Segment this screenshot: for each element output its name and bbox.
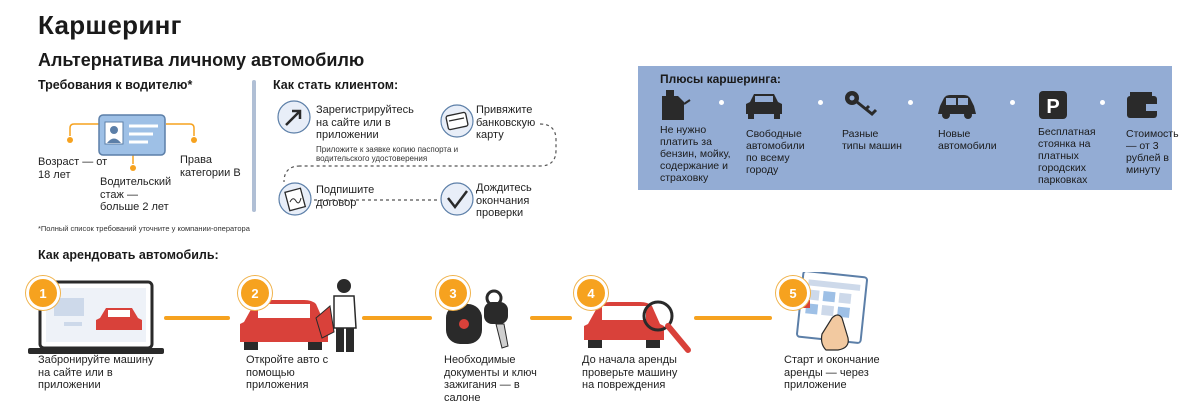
separator-dot	[818, 100, 823, 105]
bank-card-icon	[440, 104, 474, 138]
car-key-icon	[446, 289, 509, 349]
advantages-title: Плюсы каршеринга:	[660, 72, 781, 86]
step-bank-card: Привяжите банковскую карту	[476, 104, 536, 141]
connector-line	[530, 316, 572, 320]
open-car-icon	[240, 279, 357, 352]
step-number-5: 5	[776, 276, 810, 310]
register-note: Приложите к заявке копию паспорта и води…	[316, 145, 459, 163]
separator-dot	[719, 100, 724, 105]
wallet-icon	[1127, 92, 1157, 118]
requirement-license: Права категории В	[180, 154, 241, 179]
contract-icon	[278, 182, 312, 216]
advantage-new-cars: Новые автомобили	[938, 128, 997, 152]
keys-icon	[845, 91, 878, 117]
requirement-age: Возраст — от 18 лет	[38, 156, 108, 181]
separator-dot	[1100, 100, 1105, 105]
driver-license-icon	[98, 114, 166, 156]
step-verification: Дождитесь окончания проверки	[476, 182, 532, 219]
logo: Каршеринг	[38, 10, 182, 40]
rent-step-book: Забронируйте машину на сайте или в прило…	[38, 354, 154, 391]
advantage-available-cars: Свободные автомобили по всему городу	[746, 128, 805, 176]
rent-title: Как арендовать автомобиль:	[38, 248, 219, 262]
parking-icon: P	[1039, 91, 1067, 119]
requirement-experience: Водительский стаж — больше 2 лет	[100, 176, 172, 213]
step-register: Зарегистрируйтесь на сайте или в приложе…	[316, 104, 414, 141]
check-icon	[440, 182, 474, 216]
rent-step-app: Старт и окончание аренды — через приложе…	[784, 354, 880, 391]
advantage-car-types: Разные типы машин	[842, 128, 902, 152]
advantage-fuel: Не нужно платить за бензин, мойку, содер…	[660, 124, 731, 184]
laptop-car-icon	[28, 280, 164, 354]
become-client-flow	[283, 123, 557, 201]
connector-line	[694, 316, 772, 320]
inspect-car-icon	[584, 300, 691, 353]
tablet-app-icon	[796, 272, 868, 351]
connector-line	[362, 316, 432, 320]
requirements-footnote: *Полный список требований уточните у ком…	[38, 224, 250, 233]
step-number-2: 2	[238, 276, 272, 310]
advantage-price: Стоимость — от 3 рублей в минуту	[1126, 128, 1179, 176]
separator-dot	[908, 100, 913, 105]
svg-text:P: P	[1046, 96, 1059, 118]
rent-step-open: Откройте авто с помощью приложения	[246, 354, 329, 391]
new-car-icon	[938, 95, 976, 119]
page-title: Альтернатива личному автомобилю	[38, 50, 365, 70]
advantage-free-parking: Бесплатная стоянка на платных городских …	[1038, 126, 1096, 186]
register-icon	[277, 100, 311, 134]
step-number-3: 3	[436, 276, 470, 310]
divider	[252, 80, 256, 212]
rent-step-inspect: До начала аренды проверьте машину на пов…	[582, 354, 678, 391]
requirements-title: Требования к водителю*	[38, 78, 193, 92]
fuel-can-icon	[662, 90, 691, 120]
step-number-4: 4	[574, 276, 608, 310]
connector-line	[164, 316, 230, 320]
car-front-icon	[746, 94, 782, 119]
separator-dot	[1010, 100, 1015, 105]
become-client-title: Как стать клиентом:	[273, 78, 399, 92]
step-contract: Подпишите договор	[316, 184, 375, 209]
rent-step-documents: Необходимые документы и ключ зажигания —…	[444, 354, 537, 404]
step-number-1: 1	[26, 276, 60, 310]
advantages-panel	[638, 66, 1172, 190]
